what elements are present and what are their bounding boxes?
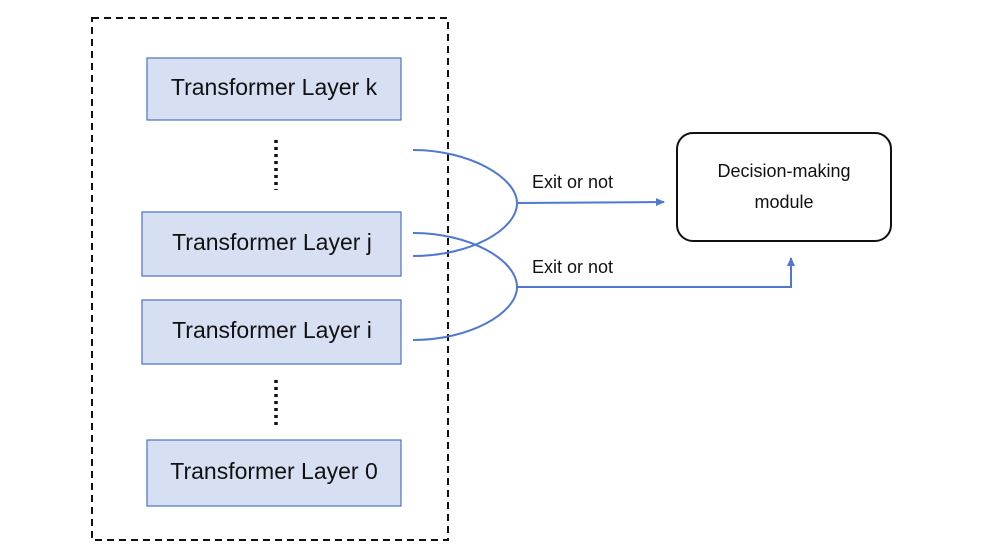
exit-arrow-upper xyxy=(516,198,665,207)
layer-box-0[interactable]: Transformer Layer 0 xyxy=(146,439,402,507)
layer-label-k: Transformer Layer k xyxy=(171,74,378,100)
decision-label-line1: Decision-making xyxy=(717,161,850,181)
layer-label-0: Transformer Layer 0 xyxy=(170,458,378,484)
layer-box-k[interactable]: Transformer Layer k xyxy=(146,57,402,121)
layer-box-i[interactable]: Transformer Layer i xyxy=(141,299,402,365)
decision-making-module[interactable]: Decision-making module xyxy=(676,132,892,242)
layer-label-j: Transformer Layer j xyxy=(172,229,372,255)
decision-label-line2: module xyxy=(754,192,813,212)
exit-label-upper: Exit or not xyxy=(532,172,613,192)
layer-box-j[interactable]: Transformer Layer j xyxy=(141,211,402,277)
exit-arrow-lower xyxy=(517,257,795,288)
transformer-stack-container xyxy=(91,17,449,541)
exit-label-lower: Exit or not xyxy=(532,257,613,277)
layer-label-i: Transformer Layer i xyxy=(172,317,372,343)
